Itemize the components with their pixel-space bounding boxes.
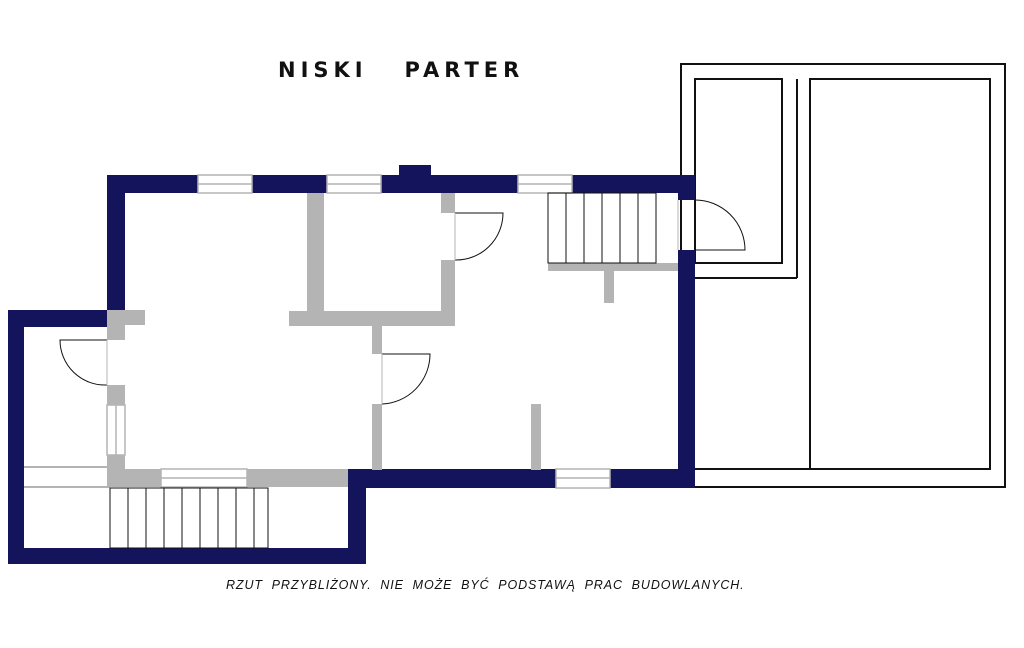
- side-window: [106, 404, 126, 456]
- door-swings: [59, 199, 746, 405]
- plan-title: NISKI PARTER: [278, 58, 525, 82]
- staircase-lower: [109, 487, 269, 549]
- staircase-upper: [547, 192, 657, 264]
- disclaimer-note: RZUT PRZYBLIŻONY. NIE MOŻE BYĆ PODSTAWĄ …: [226, 578, 745, 592]
- exterior-walls: [8, 165, 695, 564]
- interior-walls: [24, 193, 678, 488]
- windows: [160, 174, 611, 489]
- terrace-outline: [680, 63, 1006, 488]
